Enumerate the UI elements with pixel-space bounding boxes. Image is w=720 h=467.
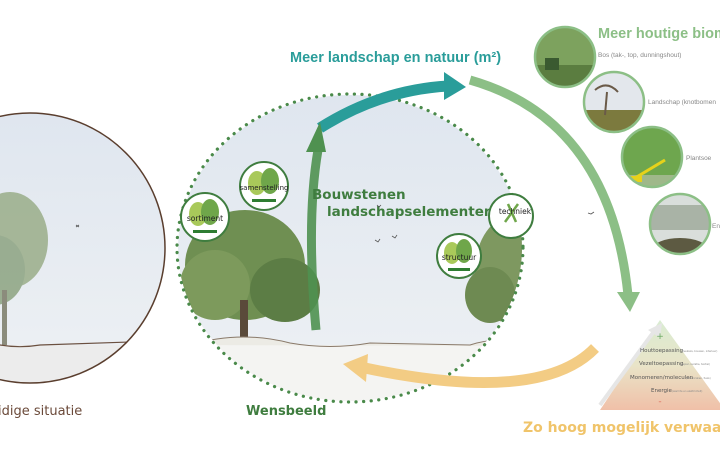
photo-forest <box>533 25 597 89</box>
sortiment-icon: sortiment <box>180 192 230 242</box>
svg-text:techniek: techniek <box>499 207 532 216</box>
landscape-arrow-label: Meer landschap en natuur (m²) <box>290 50 501 66</box>
landscape-arrow <box>317 72 466 133</box>
biomass-arrow <box>468 75 640 312</box>
photo-energy-crops <box>648 192 712 256</box>
source-label-plantsoen: Plantsoe <box>686 155 712 162</box>
valorise-arrow-label: Zo hoog mogelijk verwaarden (€ - <box>523 420 720 436</box>
pyramid-level: Monomeren/moleculen <box>630 375 694 381</box>
pyramid-level: Houttoepassing <box>640 348 683 354</box>
svg-text:-: - <box>658 397 661 407</box>
vision-label: Wensbeeld <box>246 404 326 419</box>
techniek-icon: techniek <box>488 193 534 239</box>
source-label-energy: En <box>712 223 720 230</box>
photo-park-maintenance <box>620 125 684 189</box>
svg-text:structuur: structuur <box>442 253 477 262</box>
svg-text:samenstelling: samenstelling <box>240 184 289 192</box>
building-blocks-arrow <box>306 122 326 331</box>
shears-icon <box>503 203 520 223</box>
bird-icon <box>75 224 80 228</box>
structuur-icon: structuur <box>436 233 482 279</box>
svg-text:+: + <box>656 332 664 342</box>
svg-text:(meubels, bouwen, interieur): (meubels, bouwen, interieur) <box>681 349 717 353</box>
source-label-forest: Bos (tak-, top, dunningshout) <box>598 52 681 59</box>
building-blocks-title-1: Bouwstenen <box>312 187 406 203</box>
svg-text:(chemicalien, fuels): (chemicalien, fuels) <box>686 376 711 380</box>
svg-text:(papier, isolatie, textiel): (papier, isolatie, textiel) <box>680 362 710 366</box>
current-situation-label: idige situatie <box>0 404 82 419</box>
svg-text:(warmte en elektriciteit): (warmte en elektriciteit) <box>672 389 702 393</box>
photo-pollard-willows <box>582 70 646 134</box>
pyramid-level: Energie <box>651 388 673 394</box>
tree-illustration <box>0 192 48 345</box>
source-label-landscape: Landschap (knotbomen <box>648 99 716 106</box>
bird-icon <box>374 204 595 243</box>
current-situation-circle <box>0 112 166 384</box>
building-blocks-title-2: landschapselementen <box>327 204 493 220</box>
samenstelling-icon: samenstelling <box>239 161 289 211</box>
biomass-arrow-label: Meer houtige biomass <box>598 26 720 42</box>
valorise-arrow <box>343 344 599 389</box>
value-pyramid: + Houttoepassing (meubels, bouwen, inter… <box>598 320 720 410</box>
svg-text:sortiment: sortiment <box>187 214 223 223</box>
pyramid-level: Vezeltoepassing <box>639 361 684 367</box>
